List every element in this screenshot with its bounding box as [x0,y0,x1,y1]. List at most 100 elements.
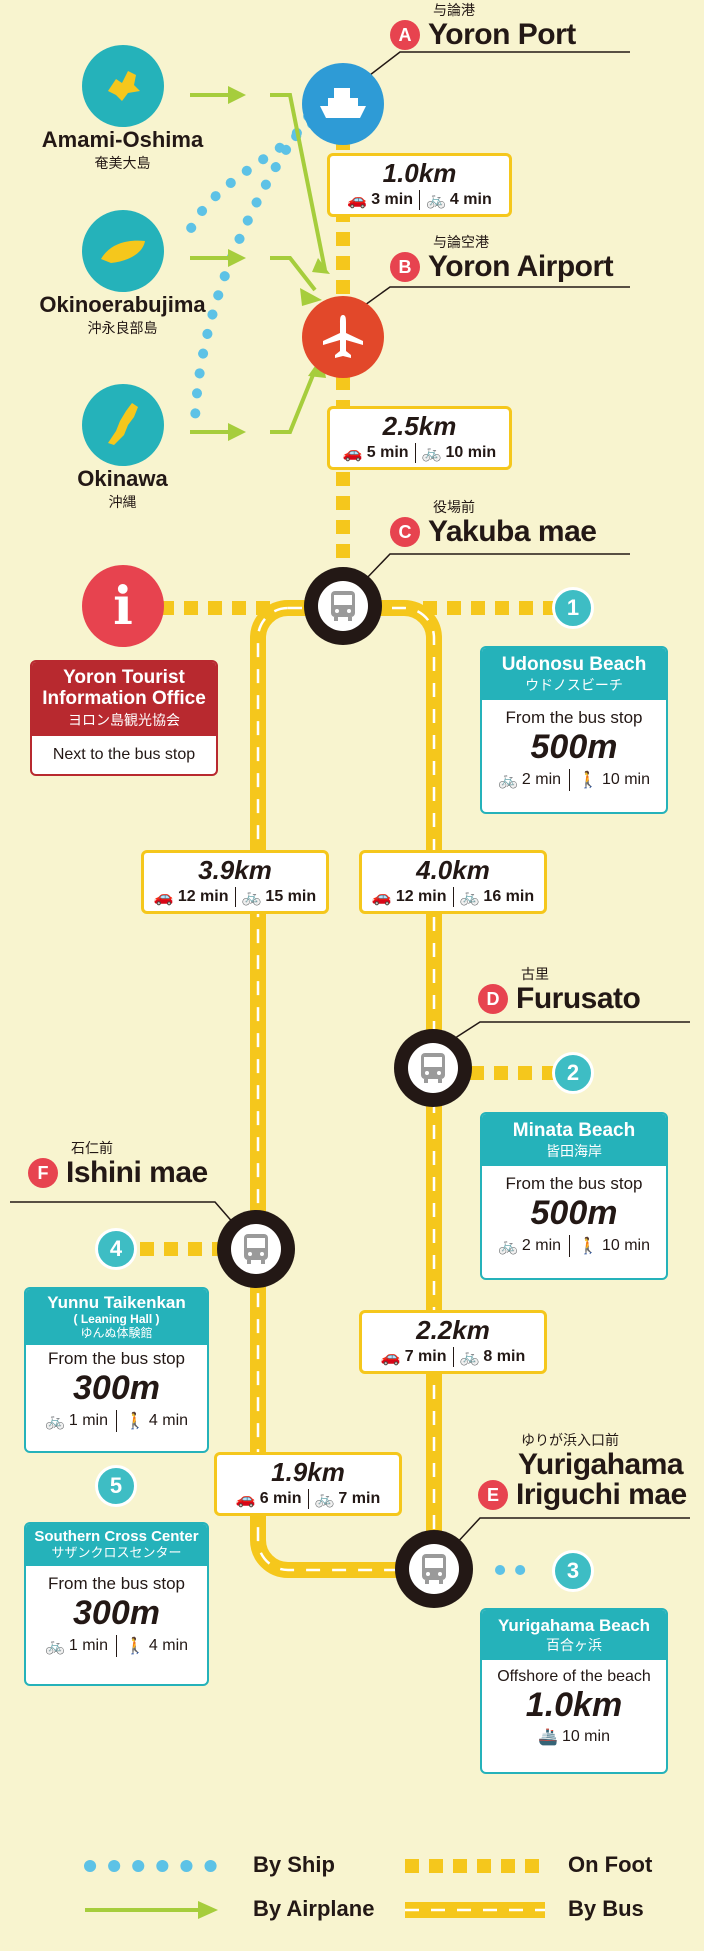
spot-card-yurigahama: Yurigahama Beach 百合ヶ浜 Offshore of the be… [480,1608,668,1774]
station-jp: ゆりが浜入口前 [521,1432,619,1448]
ship-icon [320,88,366,118]
origin-name: Amami-Oshima [41,127,204,152]
legend-ship: By Ship [253,1852,335,1877]
bus-stop-e [395,1530,473,1608]
bike-time: 2 min [521,771,562,789]
car-icon: 🚗 [153,889,174,906]
walking-icon: 🚶 [578,1238,598,1256]
spot-card-southern-cross: Southern Cross Center サザンクロスセンター From th… [24,1522,209,1686]
spot-from: From the bus stop [47,1349,185,1369]
distance-km: 1.9km [271,1457,345,1487]
car-icon: 🚗 [342,445,363,462]
spot-number: 4 [95,1228,137,1270]
station-jp: 役場前 [433,499,475,515]
car-time: 12 min [177,888,229,905]
info-icon: i [82,565,164,647]
distance-km: 2.5km [382,411,457,441]
spot-number: 2 [552,1052,594,1094]
spot-name-jp: ウドノスビーチ [525,676,623,693]
bike-time: 10 min [445,444,497,461]
info-title-line1: Yoron Tourist [63,667,185,688]
station-letter: C [390,517,420,547]
walk-time: 10 min [601,1237,650,1255]
airplane-icon [323,315,363,358]
station-jp: 与論港 [433,2,475,18]
info-title-line2: Information Office [42,687,206,709]
station-name: Yoron Port [428,18,576,51]
legend-lines [84,1859,545,1919]
bus-icon [318,581,368,631]
origin-okinawa: Okinawa 沖縄 [30,384,215,512]
station-name: Ishini mae [66,1156,208,1189]
origin-okinoerabujima: Okinoerabujima 沖永良部島 [30,210,215,338]
origin-amami: Amami-Oshima 奄美大島 [30,45,215,173]
spot-name-jp: ゆんぬ体験館 [80,1325,153,1340]
leader-lines [10,51,690,1546]
origin-name-jp: 沖永良部島 [87,320,158,336]
station-jp: 古里 [521,966,549,982]
bike-time: 1 min [68,1637,108,1655]
bus-stop-d [394,1029,472,1107]
station-d-label: 古里 D Furusato [478,964,641,1015]
bike-time: 8 min [483,1348,526,1365]
spot-name: Yunnu Taikenkan [47,1293,186,1312]
airport-marker [302,296,384,378]
bike-time: 1 min [68,1412,108,1430]
distance-km: 3.9km [198,855,272,885]
spot-name: Southern Cross Center [34,1528,199,1545]
station-c-label: 役場前 C Yakuba mae [390,497,597,548]
spot-number: 5 [95,1465,137,1507]
station-name: Yoron Airport [428,250,614,283]
bus-stop-f [217,1210,295,1288]
info-office-card: Yoron Tourist Information Office ヨロン島観光協… [30,660,218,776]
distance-km: 1.0km [382,158,457,188]
station-e-label: ゆりが浜入口前 Yurigahama E Iriguchi mae [478,1430,687,1510]
station-name: Yurigahama [518,1448,684,1481]
airplane-arrowheads [228,86,330,441]
distance-yakuba-ishini: 3.9km 🚗12 min 🚲15 min [141,850,329,914]
spot-number: 1 [552,587,594,629]
car-time: 12 min [395,888,447,905]
spot-distance: 500m [530,1194,618,1233]
walking-icon: 🚶 [578,772,598,790]
station-letter: F [28,1158,58,1188]
spot-card-minata: Minata Beach 皆田海岸 From the bus stop 500m… [480,1112,668,1280]
distance-airport-yakuba: 2.5km 🚗5 min 🚲10 min [327,406,512,470]
legend-airplane: By Airplane [253,1896,375,1921]
legend-foot: On Foot [568,1852,653,1877]
spot-name-jp: 皆田海岸 [546,1142,602,1159]
bicycle-icon: 🚲 [44,1638,65,1656]
car-time: 6 min [259,1490,302,1507]
bicycle-icon: 🚲 [498,1238,518,1256]
distance-km: 2.2km [416,1315,490,1345]
walking-icon: 🚶 [125,1413,145,1431]
bike-time: 15 min [265,888,317,905]
bike-time: 7 min [338,1490,381,1507]
station-a-label: 与論港 A Yoron Port [390,0,576,50]
station-letter: A [390,20,420,50]
origin-name: Okinoerabujima [39,292,206,317]
station-name: Yakuba mae [428,515,597,548]
spot-name-jp: 百合ヶ浜 [546,1636,602,1653]
station-letter: B [390,252,420,282]
info-note: Next to the bus stop [52,745,196,763]
bicycle-icon: 🚲 [459,889,480,906]
car-icon: 🚗 [235,1491,256,1508]
station-name: Furusato [516,982,641,1015]
bus-icon [408,1043,458,1093]
walking-icon: 🚶 [125,1638,145,1656]
station-jp: 与論空港 [433,234,489,250]
airplane-routes [190,93,327,434]
spot-from: Offshore of the beach [497,1667,651,1685]
bicycle-icon: 🚲 [44,1413,65,1431]
bicycle-icon: 🚲 [421,445,442,462]
spot-subtitle: ( Leaning Hall ) [73,1311,160,1326]
car-icon: 🚗 [347,192,368,209]
origin-name-jp: 沖縄 [108,494,137,510]
bus-icon [409,1544,459,1594]
spot-name: Yurigahama Beach [497,1616,651,1635]
island-icon [81,210,164,292]
bicycle-icon: 🚲 [498,772,518,790]
walk-time: 10 min [601,771,650,789]
boat-icon: 🚢 [538,1728,558,1746]
